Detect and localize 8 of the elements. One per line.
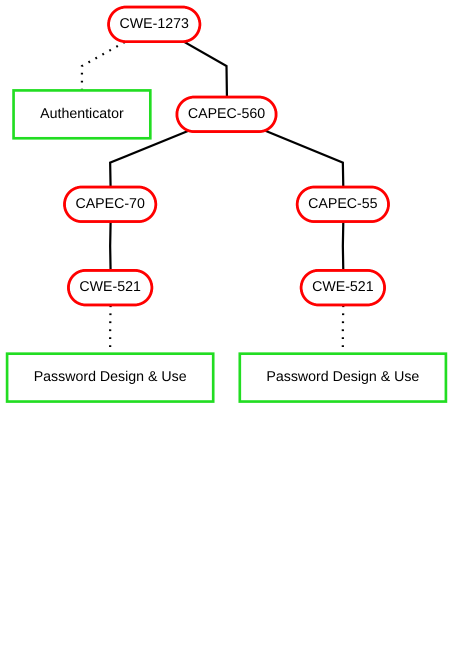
node-box: Password Design & Use	[238, 352, 448, 403]
connector	[184, 41, 228, 98]
node-box: Authenticator	[12, 89, 152, 140]
connector	[109, 222, 112, 271]
node-box: Password Design & Use	[6, 352, 215, 403]
connector	[342, 222, 344, 271]
connector	[109, 130, 189, 188]
connector	[265, 130, 344, 188]
